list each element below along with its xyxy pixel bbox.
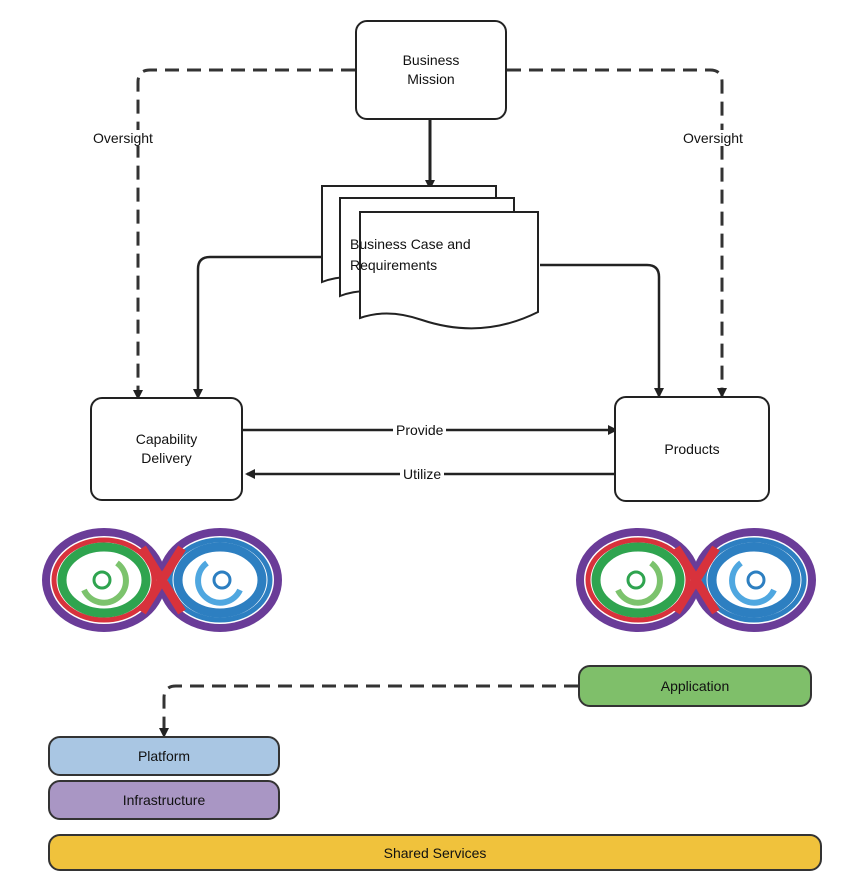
infrastructure-layer: Infrastructure bbox=[48, 780, 280, 820]
capability-delivery-node: Capability Delivery bbox=[90, 397, 243, 501]
oversight-left-label: Oversight bbox=[90, 130, 156, 146]
business-case-document-stack bbox=[321, 185, 539, 330]
business-mission-label: Business Mission bbox=[402, 52, 460, 87]
case-to-products-arrow bbox=[540, 263, 664, 398]
oversight-right-label: Oversight bbox=[680, 130, 746, 146]
products-label: Products bbox=[664, 440, 720, 457]
devops-loop-icon-left bbox=[42, 528, 282, 632]
shared-services-label: Shared Services bbox=[383, 844, 487, 861]
business-mission-node: Business Mission bbox=[355, 20, 507, 120]
case-to-capability-arrow bbox=[193, 255, 322, 399]
infrastructure-label: Infrastructure bbox=[122, 792, 206, 808]
business-case-label: Business Case and Requirements bbox=[350, 236, 471, 273]
oversight-left-connector bbox=[133, 68, 355, 400]
oversight-right-connector bbox=[507, 68, 727, 398]
shared-services-layer: Shared Services bbox=[48, 834, 822, 871]
devops-loop-icon-right bbox=[576, 528, 816, 632]
capability-delivery-label: Capability Delivery bbox=[135, 431, 198, 466]
products-node: Products bbox=[614, 396, 770, 502]
platform-layer: Platform bbox=[48, 736, 280, 776]
application-to-platform-connector bbox=[159, 684, 578, 738]
utilize-label: Utilize bbox=[400, 466, 445, 482]
platform-label: Platform bbox=[137, 748, 191, 764]
application-label: Application bbox=[660, 678, 730, 694]
provide-label: Provide bbox=[393, 422, 447, 438]
application-layer: Application bbox=[578, 665, 812, 707]
